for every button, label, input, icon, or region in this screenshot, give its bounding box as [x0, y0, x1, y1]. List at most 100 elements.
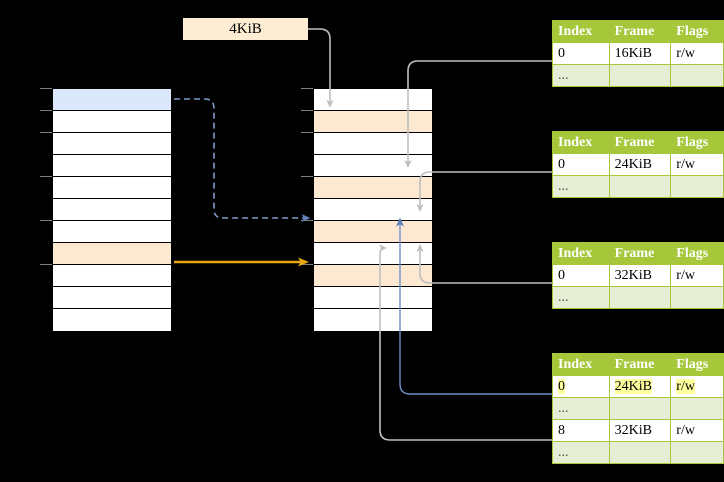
- physical-frame-row-1: [314, 111, 432, 133]
- cell-index: 0: [552, 42, 610, 65]
- highlighted-value: 24KiB: [614, 378, 652, 394]
- table-row: 0 24KiB r/w: [552, 375, 724, 398]
- column-header-frame: Frame: [608, 20, 672, 43]
- cell-index: 0: [552, 153, 610, 176]
- page-size-label: 4KiB: [183, 18, 308, 40]
- cell-frame: 24KiB: [608, 375, 672, 398]
- wire-virtual-page-to-frame: [174, 98, 311, 222]
- virtual-page-row-4: [53, 177, 171, 199]
- virtual-page-row-2: [53, 133, 171, 155]
- table-row: ...: [552, 441, 724, 464]
- physical-memory-column: [313, 88, 433, 331]
- cell-index: 0: [552, 375, 610, 398]
- column-header-flags: Flags: [670, 131, 724, 154]
- cell-flags: r/w: [670, 375, 724, 398]
- tick-mark: [40, 110, 52, 111]
- cell-frame: [608, 441, 672, 464]
- tick-mark: [301, 220, 313, 221]
- cell-frame: [608, 175, 672, 198]
- table-row: ...: [552, 64, 724, 87]
- cell-frame: 24KiB: [608, 153, 672, 176]
- cell-flags: r/w: [670, 153, 724, 176]
- physical-frame-row-8: [314, 265, 432, 287]
- cell-flags: r/w: [670, 264, 724, 287]
- virtual-page-row-10: [53, 309, 171, 331]
- column-header-index: Index: [552, 353, 610, 376]
- column-header-flags: Flags: [670, 20, 724, 43]
- cell-index: 8: [552, 419, 610, 442]
- tick-mark: [301, 176, 313, 177]
- column-header-index: Index: [552, 242, 610, 265]
- table-row: ...: [552, 286, 724, 309]
- virtual-page-row-3: [53, 155, 171, 177]
- physical-frame-row-3: [314, 155, 432, 177]
- tick-mark: [40, 264, 52, 265]
- cell-flags: [670, 286, 724, 309]
- cell-index: ...: [552, 286, 610, 309]
- cell-flags: [670, 397, 724, 420]
- virtual-page-row-0: [53, 89, 171, 111]
- virtual-page-row-8: [53, 265, 171, 287]
- physical-frame-row-4: [314, 177, 432, 199]
- virtual-page-row-7: [53, 243, 171, 265]
- cell-index: ...: [552, 175, 610, 198]
- physical-frame-row-5: [314, 199, 432, 221]
- wire-table3-to-frame: [416, 244, 552, 284]
- virtual-page-row-6: [53, 221, 171, 243]
- column-header-frame: Frame: [608, 131, 672, 154]
- physical-frame-row-10: [314, 309, 432, 331]
- cell-frame: 32KiB: [608, 419, 672, 442]
- cell-index: ...: [552, 397, 610, 420]
- tick-mark: [40, 132, 52, 133]
- physical-frame-row-6: [314, 221, 432, 243]
- tick-mark: [40, 220, 52, 221]
- physical-frame-row-2: [314, 133, 432, 155]
- tick-mark: [301, 132, 313, 133]
- physical-frame-row-9: [314, 287, 432, 309]
- tick-mark: [40, 88, 52, 89]
- cell-flags: [670, 175, 724, 198]
- virtual-page-row-1: [53, 111, 171, 133]
- physical-frame-row-7: [314, 243, 432, 265]
- cell-flags: [670, 64, 724, 87]
- cell-index: ...: [552, 64, 610, 87]
- tick-mark: [301, 110, 313, 111]
- cell-flags: r/w: [670, 419, 724, 442]
- column-header-index: Index: [552, 131, 610, 154]
- cell-frame: 32KiB: [608, 264, 672, 287]
- virtual-address-space-column: [52, 88, 172, 331]
- cell-index: 0: [552, 264, 610, 287]
- table-row: ...: [552, 175, 724, 198]
- cell-frame: [608, 286, 672, 309]
- highlighted-value: r/w: [676, 378, 695, 394]
- physical-frame-row-0: [314, 89, 432, 111]
- cell-frame: 16KiB: [608, 42, 672, 65]
- highlighted-value: 0: [558, 378, 565, 394]
- wire-table2-to-frame: [416, 171, 552, 212]
- column-header-frame: Frame: [608, 242, 672, 265]
- cell-index: ...: [552, 441, 610, 464]
- cell-frame: [608, 64, 672, 87]
- column-header-flags: Flags: [670, 242, 724, 265]
- cell-flags: r/w: [670, 42, 724, 65]
- cell-flags: [670, 441, 724, 464]
- column-header-flags: Flags: [670, 353, 724, 376]
- tick-mark: [301, 264, 313, 265]
- tick-mark: [301, 88, 313, 89]
- cell-frame: [608, 397, 672, 420]
- column-header-frame: Frame: [608, 353, 672, 376]
- virtual-page-row-5: [53, 199, 171, 221]
